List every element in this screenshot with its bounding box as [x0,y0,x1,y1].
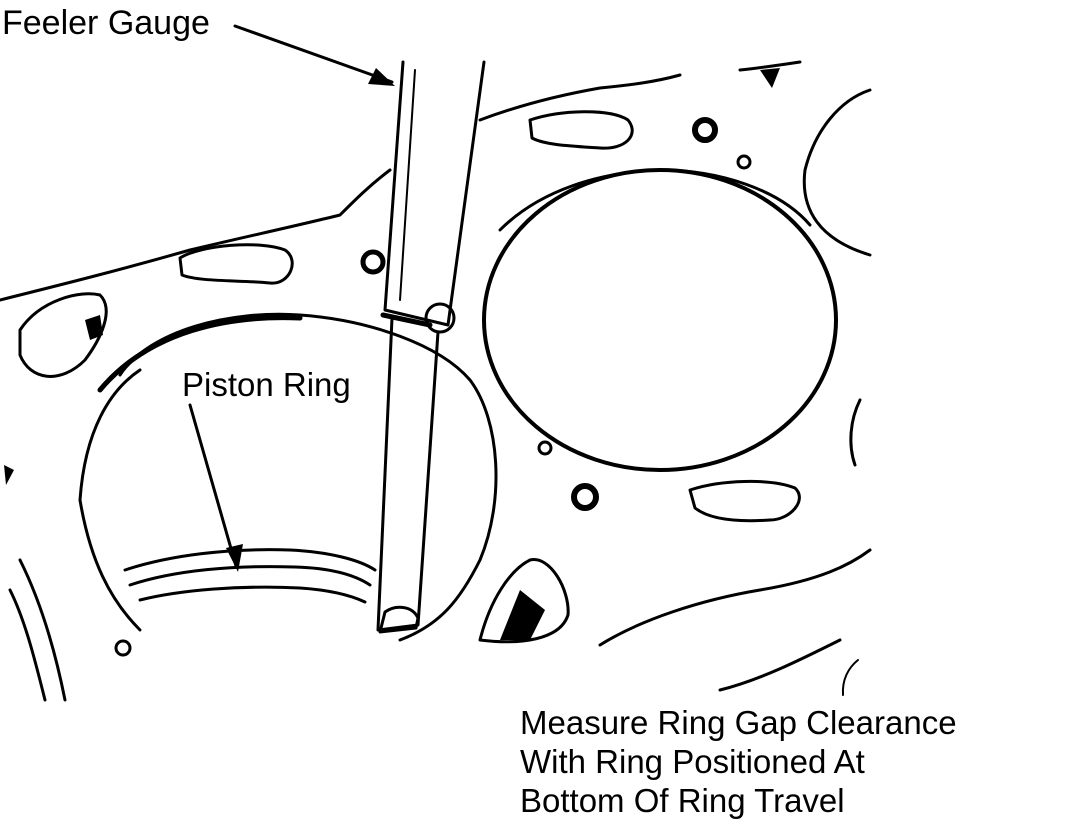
procedure-caption: Measure Ring Gap Clearance With Ring Pos… [520,703,957,820]
coolant-slot-5 [478,558,570,644]
piston-ring-arrowhead [226,544,243,572]
piston-ring-leader [188,403,238,568]
caption-line-3: Bottom Of Ring Travel [520,782,845,819]
caption-leader [841,659,859,696]
piston-ring-outer [123,548,377,572]
coolant-slot-2 [528,110,634,150]
bolt-hole-3 [571,483,599,511]
dark-accent-3 [760,68,780,88]
coolant-slot-4 [18,292,108,378]
dark-accent-4 [4,465,14,485]
feeler-gauge-collar [380,312,433,328]
dark-accent-2 [500,590,545,640]
piston-top [138,585,367,604]
feeler-gauge-label: Feeler Gauge [2,4,210,42]
left-bore-rim [97,315,303,393]
oil-hole-2 [537,440,553,456]
left-bore-bottom [78,498,142,632]
feeler-gauge-leader [233,24,394,84]
caption-line-2: With Ring Positioned At [520,743,865,780]
right-cylinder-bore [482,168,838,472]
right-bore-rim [498,168,812,232]
block-lower-edge [598,548,872,692]
left-bore-inner [78,368,142,502]
block-lower-left [18,558,67,702]
coolant-slot-1 [178,243,294,285]
piston-ring-inner [128,565,372,587]
oil-hole-1 [736,154,752,170]
block-deck-right [802,88,872,257]
dark-accent-1 [85,315,103,340]
coolant-slot-6 [849,398,862,467]
block-deck-edge [0,60,802,302]
piston-ring-label: Piston Ring [182,366,351,403]
feeler-gauge-arrowhead [368,68,395,86]
bolt-hole-2 [692,117,718,143]
bolt-hole-1 [360,249,386,275]
coolant-slot-3 [688,479,801,523]
caption-line-1: Measure Ring Gap Clearance [520,704,957,741]
feeler-gauge-tip [378,605,420,634]
left-cylinder-bore [118,312,498,642]
feeler-gauge-handle [383,60,486,327]
feeler-gauge-pivot [424,302,456,334]
oil-hole-3 [114,639,132,657]
block-left-edge [8,588,47,702]
feeler-gauge-blade [376,316,440,632]
feeler-gauge-edge [399,69,416,301]
